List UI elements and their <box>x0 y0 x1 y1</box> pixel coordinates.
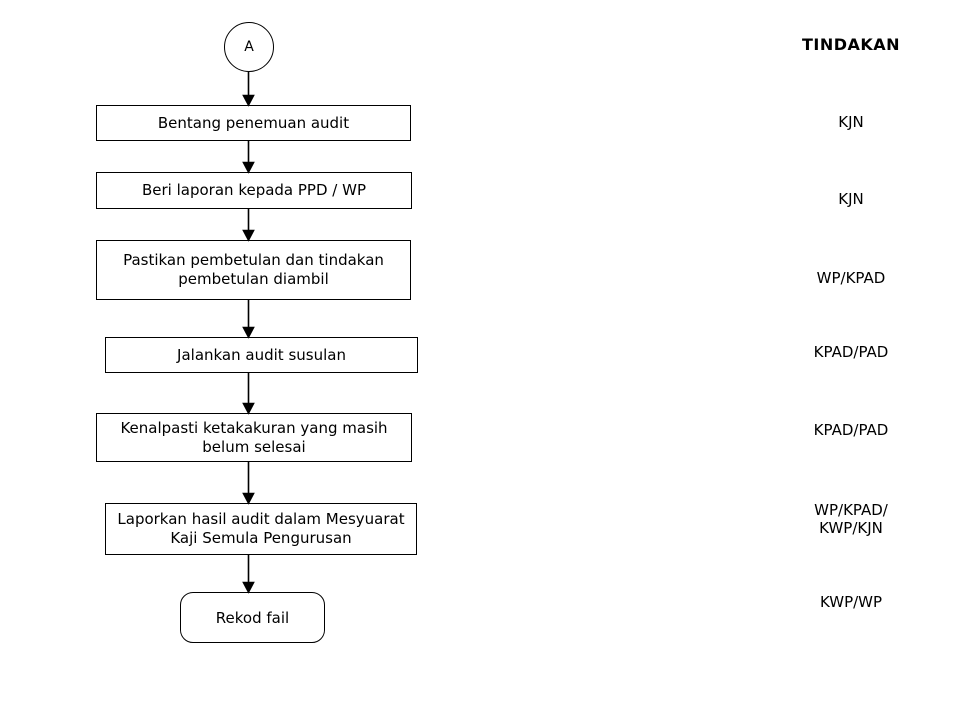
flow-step-4: Jalankan audit susulan <box>105 337 418 373</box>
flow-step-1: Bentang penemuan audit <box>96 105 411 141</box>
connector-label: A <box>244 39 254 55</box>
action-label-5: KPAD/PAD <box>813 421 889 439</box>
flow-step-5-label: Kenalpasti ketakakuran yang masih belum … <box>120 418 388 456</box>
arrowhead-6 <box>242 492 255 505</box>
terminator-rekod-fail: Rekod fail <box>180 592 325 643</box>
arrowhead-7 <box>242 581 255 594</box>
action-label-6: WP/KPAD/ KWP/KJN <box>814 501 888 537</box>
arrowhead-5 <box>242 402 255 415</box>
flow-step-1-label: Bentang penemuan audit <box>157 113 350 132</box>
flow-step-3: Pastikan pembetulan dan tindakan pembetu… <box>96 240 411 300</box>
flow-step-3-label: Pastikan pembetulan dan tindakan pembetu… <box>123 251 384 288</box>
action-label-3: WP/KPAD <box>816 269 886 287</box>
flow-step-6: Laporkan hasil audit dalam Mesyuarat Kaj… <box>105 503 417 555</box>
action-label-1: KJN <box>838 113 864 131</box>
action-label-7: KWP/WP <box>819 593 883 611</box>
action-label-2: KJN <box>838 190 864 208</box>
actions-column-header: TINDAKAN <box>801 35 901 54</box>
flow-step-2: Beri laporan kepada PPD / WP <box>96 172 412 209</box>
action-label-4: KPAD/PAD <box>813 343 889 361</box>
arrowhead-2 <box>242 161 255 174</box>
connector-circle-a: A <box>224 22 274 72</box>
arrowhead-3 <box>242 229 255 242</box>
flow-step-6-label: Laporkan hasil audit dalam Mesyuarat Kaj… <box>117 510 405 547</box>
arrowhead-4 <box>242 326 255 339</box>
flow-step-2-label: Beri laporan kepada PPD / WP <box>142 181 366 199</box>
flow-step-4-label: Jalankan audit susulan <box>177 345 346 364</box>
flow-step-5: Kenalpasti ketakakuran yang masih belum … <box>96 413 412 462</box>
arrowhead-1 <box>242 94 255 107</box>
terminator-label: Rekod fail <box>215 608 290 627</box>
